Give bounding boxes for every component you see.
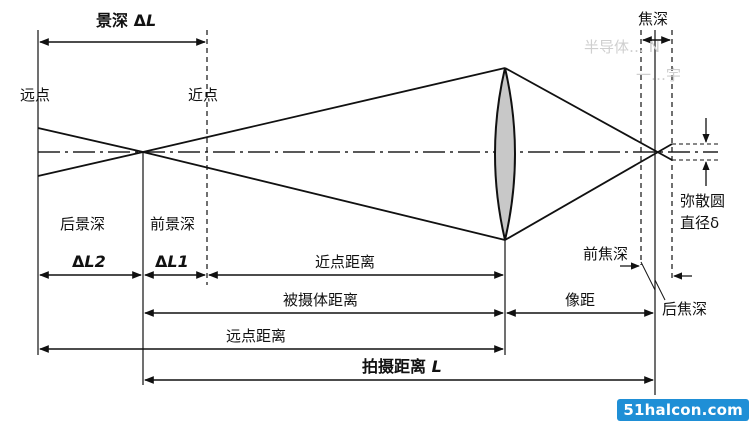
ray-lens-top-to-image (504, 67, 673, 161)
near-point-distance-label: 近点距离 (315, 253, 376, 271)
rear-focal-leader (654, 279, 666, 301)
coc-label-line2: 直径δ (680, 214, 720, 232)
watermark-line2: 一…宇 (636, 66, 682, 84)
rear-depth-label: 后景深 (60, 215, 106, 233)
shooting-distance-label: 拍摄距离 L (362, 357, 442, 376)
ray-to-lens-top (142, 67, 506, 153)
ray-lower-left (37, 151, 144, 177)
front-depth-label: 前景深 (150, 215, 196, 233)
coc-label-line1: 弥散圆 (680, 192, 726, 210)
subject-distance-label: 被摄体距离 (283, 291, 359, 309)
front-focal-depth-label: 前焦深 (583, 245, 629, 263)
watermark-line1: 半导体… N (584, 38, 660, 56)
site-logo: 51halcon.com (617, 399, 749, 421)
rear-focal-depth-label: 后焦深 (662, 300, 708, 318)
front-focal-leader (640, 261, 656, 291)
ray-upper-left (37, 127, 144, 153)
delta-l2-label: ΔL2 (72, 252, 106, 271)
image-distance-label: 像距 (565, 291, 596, 309)
ray-to-lens-bottom (142, 151, 506, 241)
ray-lens-bottom-to-image (504, 143, 673, 241)
far-point-label: 远点 (20, 86, 51, 104)
depth-of-field-label: 景深 ΔL (96, 11, 157, 30)
lens (494, 67, 516, 241)
delta-l1-label: ΔL1 (155, 252, 189, 271)
far-point-distance-label: 远点距离 (226, 327, 287, 345)
near-point-label: 近点 (188, 86, 219, 104)
focal-depth-label: 焦深 (638, 10, 669, 28)
